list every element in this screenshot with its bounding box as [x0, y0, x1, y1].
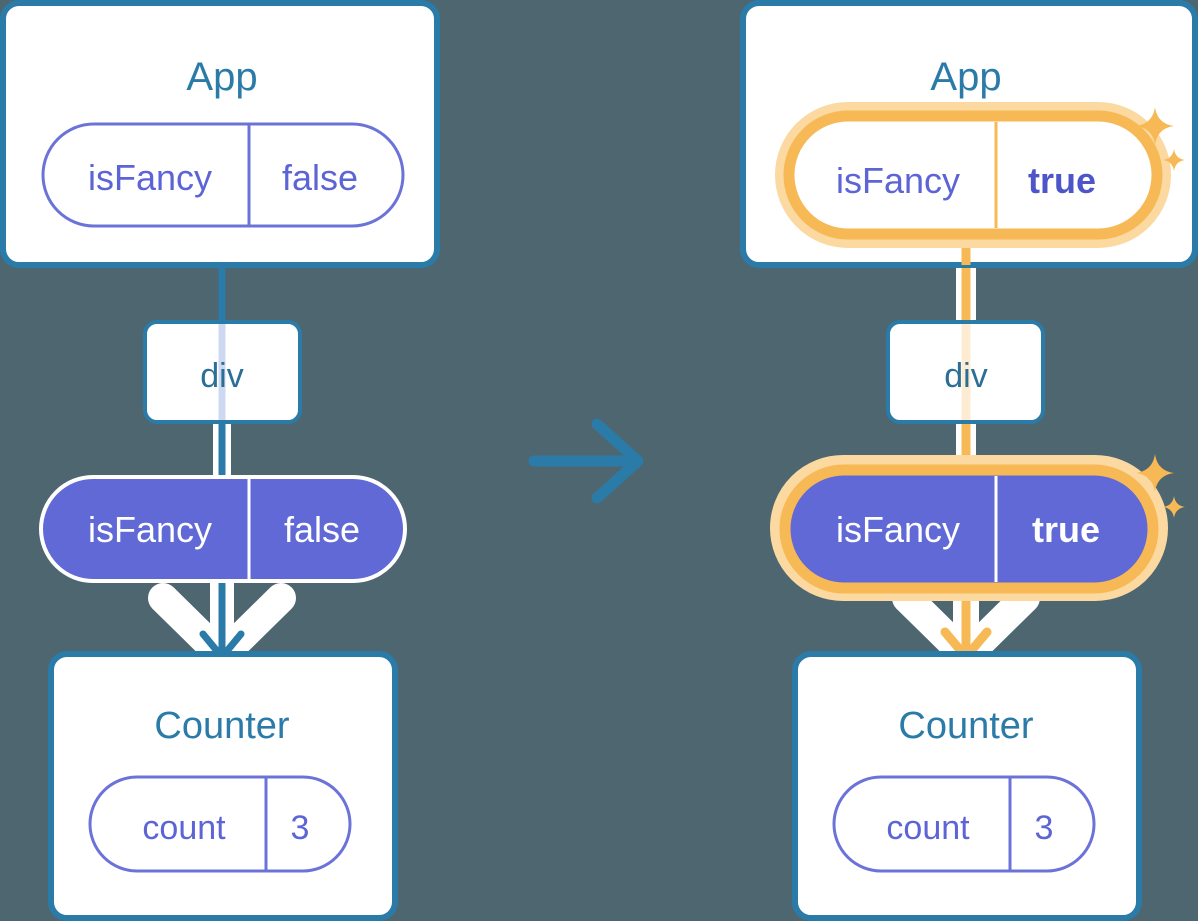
app-card-title: App — [186, 55, 257, 99]
app-state-pill-value: true — [1028, 160, 1096, 201]
counter-state-pill-key: count — [142, 809, 226, 847]
counter-state-pill-key: count — [886, 809, 970, 847]
prop-pill[interactable] — [770, 455, 1168, 601]
div-node-label: div — [200, 357, 243, 395]
after-panel — [740, 0, 1198, 921]
counter-card-title: Counter — [154, 705, 290, 747]
app-state-pill[interactable] — [775, 102, 1171, 248]
arrow-right-icon — [528, 418, 644, 504]
prop-pill-value: false — [284, 509, 360, 550]
app-state-pill-value: false — [282, 157, 358, 198]
prop-pill-key: isFancy — [836, 509, 960, 550]
prop-pill-key: isFancy — [88, 509, 212, 550]
transition-arrow-group — [528, 418, 644, 504]
app-card-title: App — [930, 55, 1001, 99]
counter-state-pill[interactable] — [832, 775, 1096, 873]
app-state-pill-key: isFancy — [88, 157, 212, 198]
counter-card-title: Counter — [898, 705, 1034, 747]
counter-state-pill-value: 3 — [291, 809, 310, 847]
div-node-label: div — [944, 357, 987, 395]
prop-pill-value: true — [1032, 509, 1100, 550]
div-node[interactable] — [886, 320, 1045, 424]
div-node[interactable] — [143, 320, 302, 424]
prop-pill[interactable] — [39, 475, 407, 583]
app-state-pill-key: isFancy — [836, 160, 960, 201]
text-layer: App isFancy false div isFancy false Coun… — [88, 55, 1100, 847]
counter-state-pill[interactable] — [88, 775, 352, 873]
before-panel — [0, 0, 440, 921]
app-state-pill[interactable] — [41, 122, 405, 228]
counter-state-pill-value: 3 — [1035, 809, 1054, 847]
